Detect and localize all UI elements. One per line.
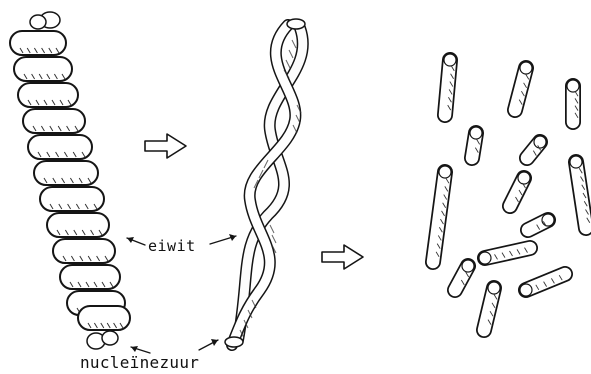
chromosome-fragments xyxy=(433,54,590,330)
fragment xyxy=(433,166,451,262)
fragment xyxy=(444,54,456,115)
fragment xyxy=(527,136,546,158)
coil-top-cap xyxy=(30,15,46,29)
fragment xyxy=(570,156,590,228)
protein-ring xyxy=(60,265,120,289)
fragment xyxy=(510,172,530,206)
fragment xyxy=(455,260,474,290)
fragment xyxy=(470,127,482,158)
protein-ring xyxy=(23,109,85,133)
protein-ring xyxy=(28,135,92,159)
fragment xyxy=(515,62,532,110)
protein-ring xyxy=(14,57,72,81)
protein-ring xyxy=(47,213,109,237)
protein-ring xyxy=(18,83,78,107)
double-helix-strand xyxy=(225,19,305,347)
eiwit-label-group: eiwit xyxy=(127,234,236,255)
protein-ring xyxy=(10,31,66,55)
protein-ring xyxy=(78,306,130,330)
coil-bottom-cap xyxy=(102,331,118,345)
protein-ring xyxy=(40,187,104,211)
fragment xyxy=(479,248,530,264)
eiwit-label: eiwit xyxy=(148,237,196,255)
right-arrow-icon xyxy=(322,245,363,269)
protein-ring xyxy=(34,161,98,185)
fragment xyxy=(484,282,500,330)
fragment xyxy=(567,80,579,122)
fragment xyxy=(528,214,554,230)
fragment xyxy=(520,274,565,296)
coiled-chromosome xyxy=(10,12,130,349)
protein-ring xyxy=(53,239,115,263)
right-arrow-icon xyxy=(145,134,186,158)
nucleinezuur-label: nucleïnezuur xyxy=(80,353,199,372)
